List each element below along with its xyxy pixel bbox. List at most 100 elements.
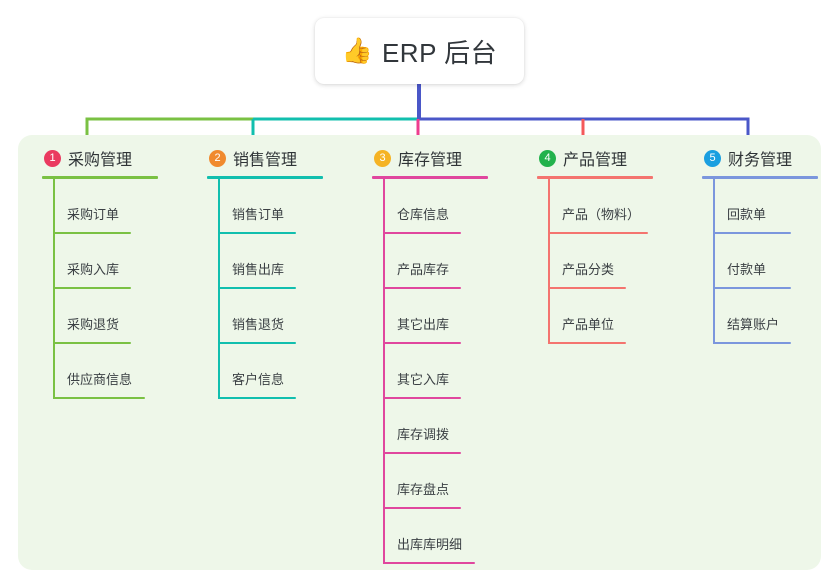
branch-header-2[interactable]: 2 销售管理 xyxy=(207,146,323,170)
leaf-item[interactable]: 销售订单 xyxy=(207,179,323,234)
leaf-item-rule xyxy=(53,232,131,234)
branch-title: 财务管理 xyxy=(728,152,793,169)
leaf-item-rule xyxy=(713,342,791,344)
leaf-item[interactable]: 销售出库 xyxy=(207,234,323,289)
leaf-item-label: 采购订单 xyxy=(67,207,120,222)
branch-header-3[interactable]: 3 库存管理 xyxy=(372,146,488,170)
leaf-item-rule xyxy=(218,287,296,289)
branch-stem xyxy=(383,179,385,564)
branch-header-rule xyxy=(207,176,323,179)
leaf-item[interactable]: 产品（物料） xyxy=(537,179,653,234)
branch-title: 库存管理 xyxy=(398,152,463,169)
branch-item-list: 销售订单销售出库销售退货客户信息 xyxy=(207,179,323,399)
leaf-item-label: 库存盘点 xyxy=(397,482,450,497)
leaf-item-label: 销售出库 xyxy=(232,262,285,277)
branch-header-1[interactable]: 1 采购管理 xyxy=(42,146,158,170)
leaf-item-rule xyxy=(383,287,461,289)
branch-number-badge: 4 xyxy=(539,149,556,167)
root-title: ERP 后台 xyxy=(381,37,498,68)
leaf-item[interactable]: 客户信息 xyxy=(207,344,323,399)
leaf-item[interactable]: 仓库信息 xyxy=(372,179,488,234)
branch-stem xyxy=(218,179,220,399)
leaf-item[interactable]: 采购订单 xyxy=(42,179,158,234)
branch-stem xyxy=(53,179,55,399)
leaf-item-label: 其它入库 xyxy=(397,372,450,387)
branch-title: 产品管理 xyxy=(563,152,628,169)
leaf-item-rule xyxy=(53,397,145,399)
branch-stem xyxy=(713,179,715,344)
leaf-item[interactable]: 出库库明细 xyxy=(372,509,488,564)
leaf-item-label: 产品（物料） xyxy=(562,207,641,222)
branch-title: 采购管理 xyxy=(68,152,133,169)
leaf-item-rule xyxy=(713,232,791,234)
leaf-item-label: 销售退货 xyxy=(232,317,285,332)
leaf-item[interactable]: 产品单位 xyxy=(537,289,653,344)
branch-stem xyxy=(548,179,550,344)
branch-column-3: 3 库存管理仓库信息产品库存其它出库其它入库库存调拨库存盘点出库库明细 xyxy=(372,146,488,564)
leaf-item-label: 采购退货 xyxy=(67,317,120,332)
leaf-item-label: 产品单位 xyxy=(562,317,615,332)
branch-item-list: 仓库信息产品库存其它出库其它入库库存调拨库存盘点出库库明细 xyxy=(372,179,488,564)
leaf-item-rule xyxy=(383,452,461,454)
leaf-item-rule xyxy=(383,507,461,509)
leaf-item-rule xyxy=(383,232,461,234)
leaf-item-label: 销售订单 xyxy=(232,207,285,222)
leaf-item[interactable]: 付款单 xyxy=(702,234,818,289)
leaf-item-label: 库存调拨 xyxy=(397,427,450,442)
leaf-item[interactable]: 结算账户 xyxy=(702,289,818,344)
leaf-item-rule xyxy=(53,287,131,289)
leaf-item[interactable]: 产品库存 xyxy=(372,234,488,289)
leaf-item[interactable]: 库存盘点 xyxy=(372,454,488,509)
leaf-item-rule xyxy=(383,342,461,344)
branch-number-badge: 1 xyxy=(44,149,61,167)
branch-number-badge: 5 xyxy=(704,149,721,167)
branch-number-badge: 3 xyxy=(374,149,391,167)
branch-title: 销售管理 xyxy=(233,152,298,169)
leaf-item-label: 其它出库 xyxy=(397,317,450,332)
leaf-item-rule xyxy=(53,342,131,344)
branch-header-rule xyxy=(42,176,158,179)
branch-header-4[interactable]: 4 产品管理 xyxy=(537,146,653,170)
leaf-item-label: 仓库信息 xyxy=(397,207,450,222)
leaf-item[interactable]: 供应商信息 xyxy=(42,344,158,399)
leaf-item[interactable]: 销售退货 xyxy=(207,289,323,344)
branch-header-rule xyxy=(537,176,653,179)
branch-column-2: 2 销售管理销售订单销售出库销售退货客户信息 xyxy=(207,146,323,399)
leaf-item[interactable]: 其它入库 xyxy=(372,344,488,399)
leaf-item-rule xyxy=(548,287,626,289)
leaf-item[interactable]: 其它出库 xyxy=(372,289,488,344)
leaf-item[interactable]: 采购入库 xyxy=(42,234,158,289)
branch-header-5[interactable]: 5 财务管理 xyxy=(702,146,818,170)
leaf-item-rule xyxy=(548,232,648,234)
leaf-item-label: 结算账户 xyxy=(727,317,780,332)
leaf-item-label: 供应商信息 xyxy=(67,372,133,387)
thumbs-up-icon: 👍 xyxy=(341,36,373,65)
branch-header-rule xyxy=(702,176,818,179)
leaf-item-rule xyxy=(383,562,475,564)
leaf-item-label: 客户信息 xyxy=(232,372,285,387)
root-node[interactable]: 👍 ERP 后台 xyxy=(315,18,524,84)
leaf-item-label: 付款单 xyxy=(727,262,767,277)
leaf-item[interactable]: 库存调拨 xyxy=(372,399,488,454)
leaf-item[interactable]: 回款单 xyxy=(702,179,818,234)
leaf-item[interactable]: 产品分类 xyxy=(537,234,653,289)
leaf-item-rule xyxy=(218,232,296,234)
leaf-item-rule xyxy=(548,342,626,344)
branch-item-list: 采购订单采购入库采购退货供应商信息 xyxy=(42,179,158,399)
leaf-item-rule xyxy=(218,342,296,344)
branches-panel xyxy=(18,135,821,570)
branch-item-list: 产品（物料） 产品分类产品单位 xyxy=(537,179,653,344)
leaf-item-rule xyxy=(713,287,791,289)
leaf-item-label: 产品库存 xyxy=(397,262,450,277)
leaf-item-label: 出库库明细 xyxy=(397,537,463,552)
branch-column-4: 4 产品管理产品（物料） 产品分类产品单位 xyxy=(537,146,653,344)
branch-number-badge: 2 xyxy=(209,149,226,167)
leaf-item[interactable]: 采购退货 xyxy=(42,289,158,344)
leaf-item-rule xyxy=(383,397,461,399)
branch-column-5: 5 财务管理回款单付款单结算账户 xyxy=(702,146,818,344)
leaf-item-label: 回款单 xyxy=(727,207,767,222)
leaf-item-label: 采购入库 xyxy=(67,262,120,277)
leaf-item-label: 产品分类 xyxy=(562,262,615,277)
branch-item-list: 回款单付款单结算账户 xyxy=(702,179,818,344)
